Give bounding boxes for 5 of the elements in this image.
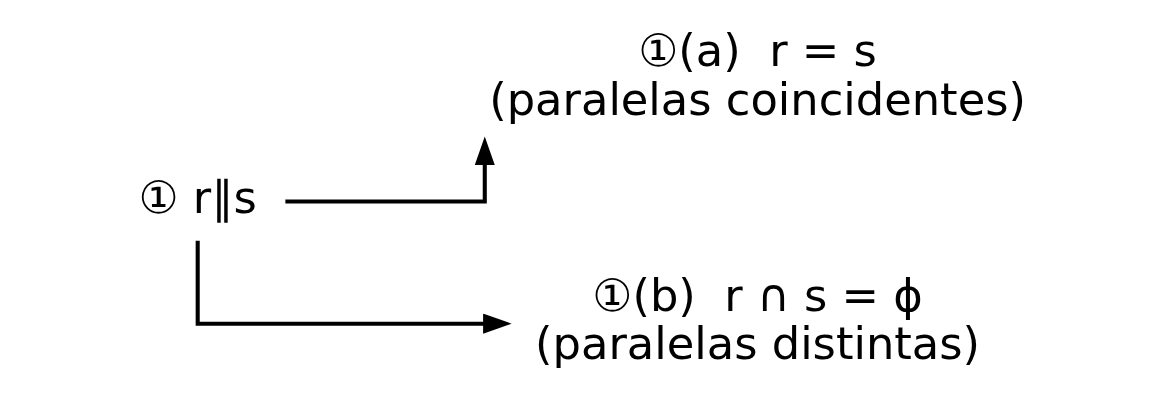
node-text: ①(a) r = s (paralelas coincidentes): [489, 24, 1026, 127]
arrow: [285, 136, 495, 204]
arrow: [195, 240, 512, 334]
node-text: ①(b) r ∩ s = ϕ (paralelas distintas): [535, 268, 981, 371]
node-text: ① r∥s: [138, 170, 257, 224]
